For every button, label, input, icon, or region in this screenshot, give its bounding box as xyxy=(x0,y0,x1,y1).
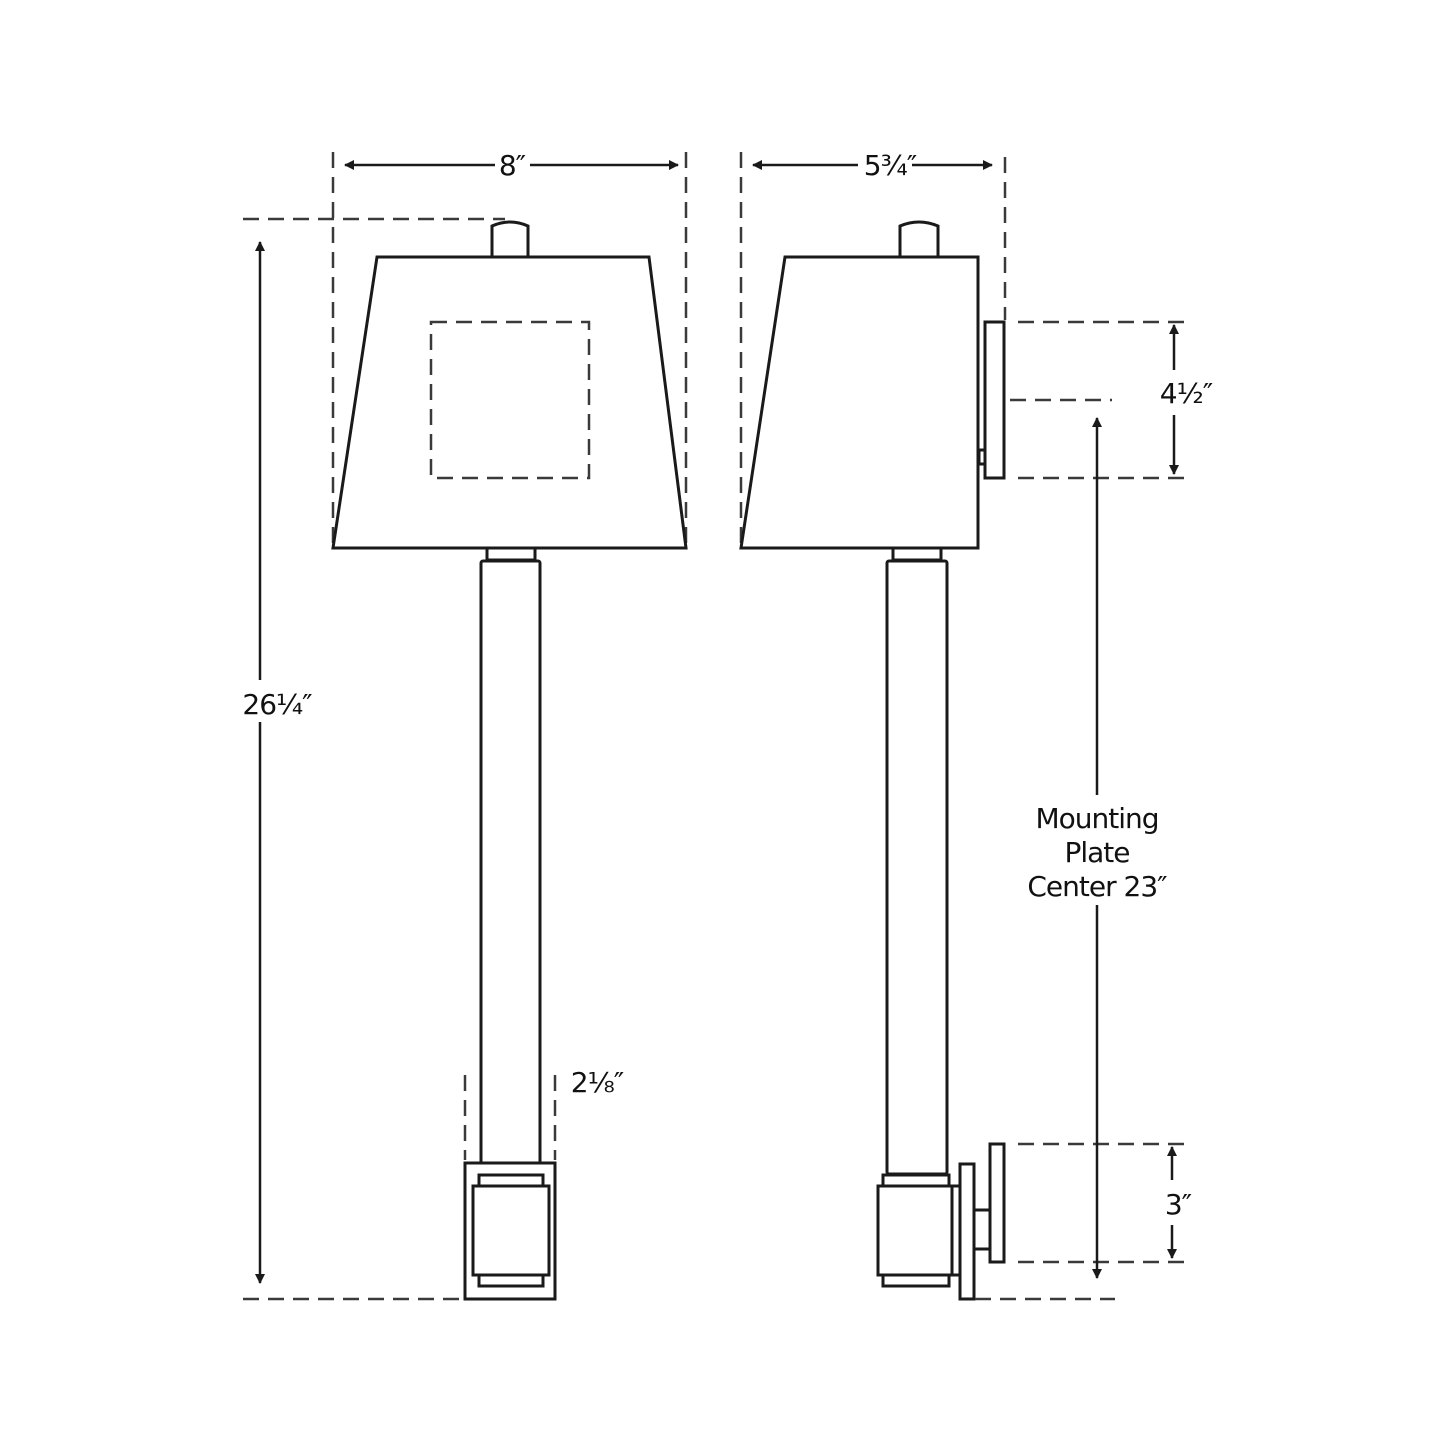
side-view: 5¾″ 4½″ 3″ Mountin xyxy=(739,149,1214,1301)
finial-side xyxy=(898,220,940,257)
side-arm-plate xyxy=(958,1162,976,1301)
upper-plate-clip xyxy=(977,448,987,466)
side-base-collar-top xyxy=(881,1173,951,1188)
shade-neck xyxy=(485,546,537,562)
base-collar-top xyxy=(477,1173,545,1188)
backplate-height-label: 3″ xyxy=(1165,1188,1192,1221)
shade-mount-outline xyxy=(429,320,591,480)
front-view: 8″ 26¼″ 2⅛″ xyxy=(242,149,688,1301)
lamp-column-side xyxy=(885,559,949,1176)
mounting-label-line1: Mounting xyxy=(1035,802,1158,835)
side-depth-label: 5¾″ xyxy=(864,149,917,182)
side-base-block xyxy=(876,1184,954,1277)
base-width-label: 2⅛″ xyxy=(571,1066,624,1099)
side-backplate xyxy=(988,1142,1006,1264)
mounting-label-line2: Plate xyxy=(1064,836,1129,869)
upper-mounting-plate xyxy=(983,320,1006,480)
overall-height-label: 26¼″ xyxy=(242,688,312,721)
base-collar-bottom xyxy=(477,1273,545,1288)
lamp-shade-front xyxy=(331,255,688,550)
lamp-shade-side xyxy=(739,255,980,550)
lamp-column xyxy=(479,559,542,1176)
front-width-label: 8″ xyxy=(499,149,526,182)
finial xyxy=(490,220,530,257)
shade-neck-side xyxy=(891,546,943,562)
side-backplate-stem xyxy=(972,1208,992,1251)
mounting-label-line3: Center 23″ xyxy=(1027,870,1167,903)
base-block xyxy=(471,1184,551,1277)
plate-height-label: 4½″ xyxy=(1160,377,1213,410)
side-base-collar-bottom xyxy=(881,1273,951,1288)
